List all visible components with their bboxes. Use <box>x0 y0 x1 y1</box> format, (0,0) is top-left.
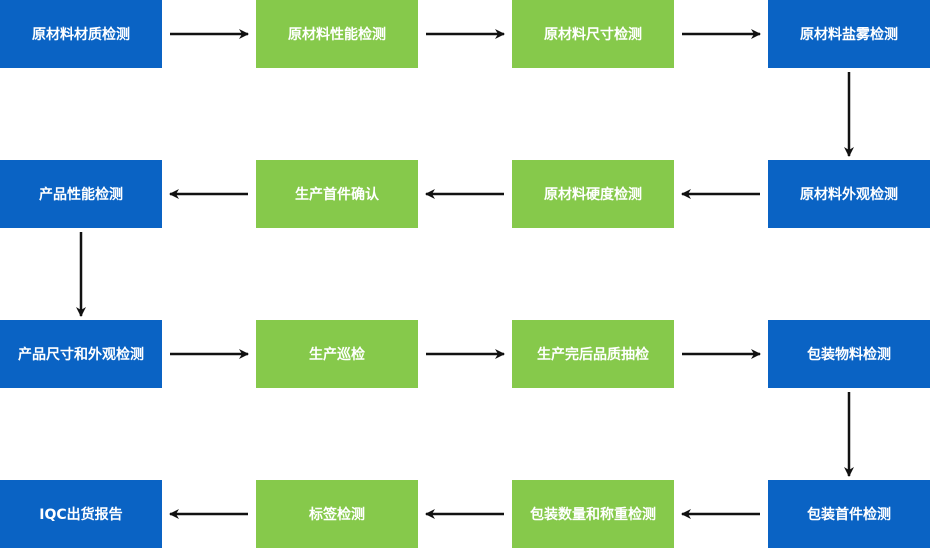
step-product-performance-test: 产品性能检测 <box>0 160 162 228</box>
step-packaging-quantity-weight-test: 包装数量和称重检测 <box>512 480 674 548</box>
step-iqc-shipping-report: IQC出货报告 <box>0 480 162 548</box>
step-raw-material-appearance-test: 原材料外观检测 <box>768 160 930 228</box>
step-production-patrol-inspection: 生产巡检 <box>256 320 418 388</box>
step-raw-material-salt-spray-test: 原材料盐雾检测 <box>768 0 930 68</box>
step-product-dimension-appearance-test: 产品尺寸和外观检测 <box>0 320 162 388</box>
step-raw-material-composition-test: 原材料材质检测 <box>0 0 162 68</box>
step-packaging-first-article-test: 包装首件检测 <box>768 480 930 548</box>
step-raw-material-performance-test: 原材料性能检测 <box>256 0 418 68</box>
step-raw-material-dimension-test: 原材料尺寸检测 <box>512 0 674 68</box>
step-first-article-confirmation: 生产首件确认 <box>256 160 418 228</box>
step-packaging-material-test: 包装物料检测 <box>768 320 930 388</box>
step-label-test: 标签检测 <box>256 480 418 548</box>
step-raw-material-hardness-test: 原材料硬度检测 <box>512 160 674 228</box>
step-post-production-sampling: 生产完后品质抽检 <box>512 320 674 388</box>
